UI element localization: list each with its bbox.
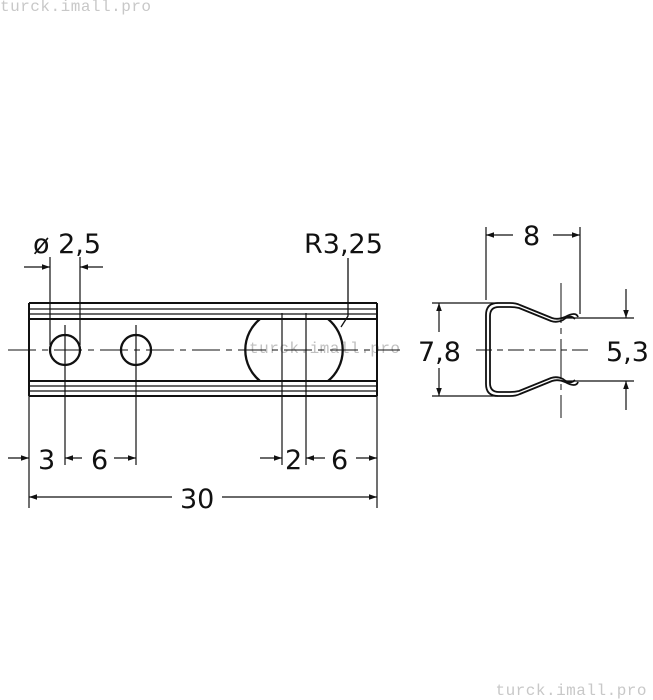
dim-3-label: 3	[38, 445, 55, 476]
opening-label: 5,3	[606, 337, 649, 368]
hole-diameter-label: ø 2,5	[33, 229, 101, 260]
dim-6-right-label: 6	[331, 445, 348, 476]
end-view	[432, 227, 634, 418]
height-label: 7,8	[418, 337, 461, 368]
slot-right-arc	[327, 318, 344, 382]
slot-left-arc	[244, 318, 261, 382]
width-label: 8	[523, 221, 540, 252]
radius-label: R3,25	[304, 229, 383, 260]
watermark-bottom: turck.imall.pro	[495, 682, 647, 700]
dim-6-left-label: 6	[91, 445, 108, 476]
overall-length-label: 30	[180, 484, 214, 515]
dim-2-label: 2	[285, 445, 302, 476]
side-view	[8, 257, 400, 508]
watermark-top: turck.imall.pro	[0, 0, 152, 16]
watermark-center: turck.imall.pro	[249, 340, 401, 358]
